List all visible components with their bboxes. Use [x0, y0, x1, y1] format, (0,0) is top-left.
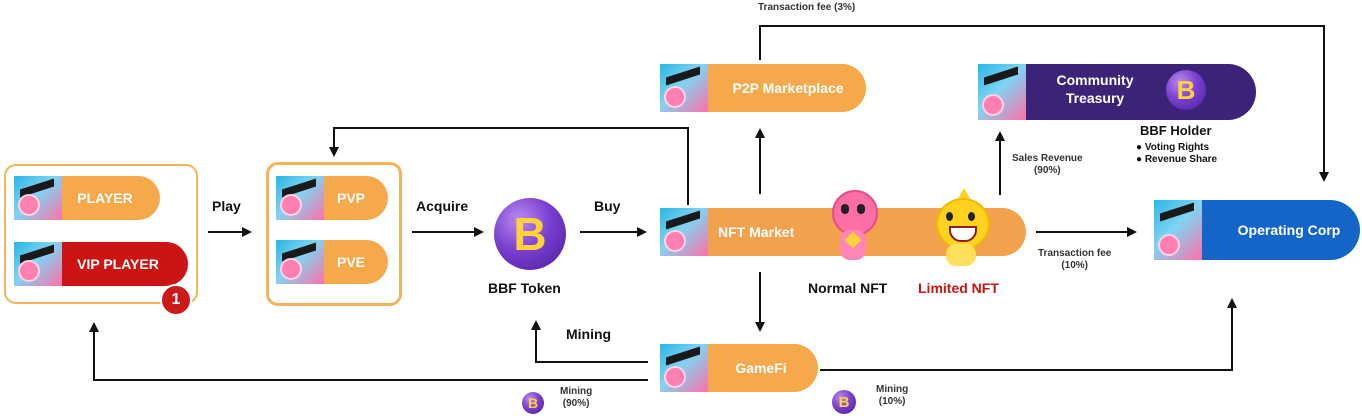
bbf-token-label: BBF Token — [488, 280, 561, 296]
nft-market-thumbnail-icon — [660, 208, 708, 256]
holder-bullet-voting-text: Voting Rights — [1144, 142, 1210, 153]
treasury-label: Community Treasury — [1040, 71, 1150, 107]
gamefi-node[interactable]: GameFi — [660, 344, 818, 392]
gamefi-thumbnail-icon — [660, 344, 708, 392]
mining-10-line1: Mining — [876, 384, 909, 395]
bbf-coin-letter: B — [513, 208, 547, 260]
pvp-thumbnail-icon — [276, 176, 324, 220]
treasury-thumbnail-icon — [978, 64, 1026, 120]
tx-fee-right-line1: Transaction fee — [1038, 248, 1112, 259]
edge-label-mining: Mining — [566, 326, 612, 342]
operating-thumbnail-icon — [1154, 200, 1202, 260]
bbf-token-coin-icon: B — [494, 198, 566, 270]
player-label: PLAYER — [77, 190, 133, 206]
mining-10-line2: (10%) — [878, 396, 906, 407]
pve-node[interactable]: PVE — [276, 240, 388, 284]
tx-fee-right-line2: (10%) — [1061, 260, 1089, 271]
operating-corp-node[interactable]: Operating Corp — [1154, 200, 1360, 260]
gamefi-label: GameFi — [735, 360, 787, 376]
p2p-marketplace-label: P2P Marketplace — [732, 80, 844, 96]
nft-market-label: NFT Market — [718, 224, 795, 240]
community-treasury-node[interactable]: Community Treasury B — [978, 64, 1256, 120]
pve-thumbnail-icon — [276, 240, 324, 284]
treasury-label-line2: Treasury — [1065, 90, 1125, 106]
edge-label-sales-revenue: Sales Revenue (90%) — [1012, 153, 1083, 177]
holder-bullet-voting: ● Voting Rights — [1136, 142, 1210, 153]
pvp-label: PVP — [336, 190, 365, 206]
treasury-coin-letter: B — [1176, 74, 1196, 105]
number-badge: 1 — [160, 284, 192, 316]
edge-label-tx-fee-right: Transaction fee (10%) — [1038, 248, 1111, 272]
vip-player-thumbnail-icon — [14, 242, 62, 286]
treasury-bbf-coin-icon: B — [1166, 70, 1206, 110]
pve-label: PVE — [336, 254, 365, 270]
normal-nft-character-icon — [828, 190, 878, 272]
mining-90-coin-icon: B — [522, 392, 544, 414]
holder-bullet-revenue: ● Revenue Share — [1136, 154, 1218, 165]
limited-nft-label: Limited NFT — [918, 280, 999, 296]
limited-nft-character-icon — [932, 188, 990, 272]
vip-player-label: VIP PLAYER — [77, 256, 159, 272]
player-thumbnail-icon — [14, 176, 62, 220]
edge-label-play: Play — [212, 198, 241, 214]
operating-corp-label: Operating Corp — [1237, 222, 1341, 238]
sales-revenue-line2: (90%) — [1033, 165, 1061, 176]
p2p-thumbnail-icon — [660, 64, 708, 112]
edge-label-buy: Buy — [594, 198, 621, 214]
mining-90-coin-letter: B — [527, 395, 539, 411]
treasury-label-line1: Community — [1056, 72, 1134, 88]
p2p-marketplace-node[interactable]: P2P Marketplace — [660, 64, 866, 112]
vip-player-node[interactable]: VIP PLAYER — [14, 242, 188, 286]
mining-90-line2: (90%) — [562, 398, 590, 409]
mining-10-coin-letter: B — [838, 393, 850, 411]
sales-revenue-line1: Sales Revenue — [1012, 153, 1083, 164]
edge-label-mining-90: Mining (90%) — [560, 386, 592, 410]
pvp-node[interactable]: PVP — [276, 176, 388, 220]
bbf-holder-label: BBF Holder — [1140, 123, 1212, 138]
edge-label-tx-fee-top: Transaction fee (3%) — [758, 2, 856, 13]
edge-label-acquire: Acquire — [416, 198, 469, 214]
normal-nft-label: Normal NFT — [808, 280, 888, 296]
edge-label-mining-10: Mining (10%) — [876, 384, 908, 408]
holder-bullet-revenue-text: Revenue Share — [1144, 154, 1218, 165]
mining-10-coin-icon: B — [832, 390, 856, 414]
player-node[interactable]: PLAYER — [14, 176, 160, 220]
mining-90-line1: Mining — [560, 386, 593, 397]
